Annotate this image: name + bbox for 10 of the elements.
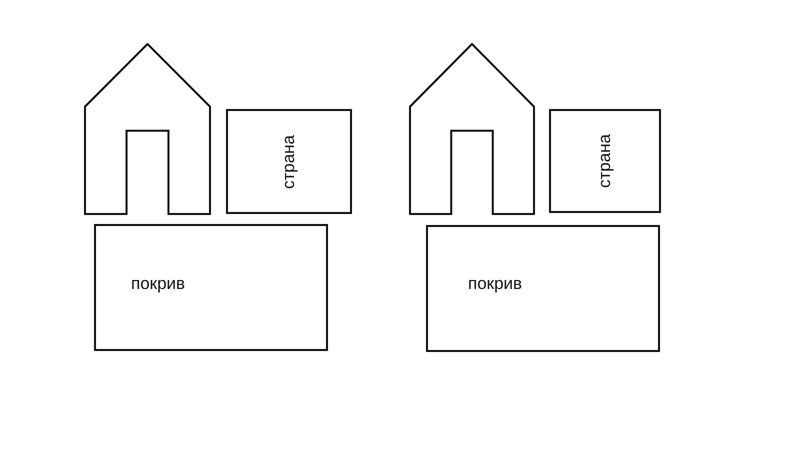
- template-panel: [549, 109, 661, 213]
- panel-label: покрив: [468, 274, 522, 294]
- panel-label: страна: [595, 134, 615, 188]
- panel-label: покрив: [131, 274, 186, 294]
- panel-label: страна: [279, 134, 299, 189]
- house-front-outline: [84, 43, 211, 215]
- house-front-outline: [409, 43, 535, 215]
- template-panel: [94, 224, 328, 351]
- template-panel: [426, 225, 660, 352]
- template-panel: [226, 109, 352, 214]
